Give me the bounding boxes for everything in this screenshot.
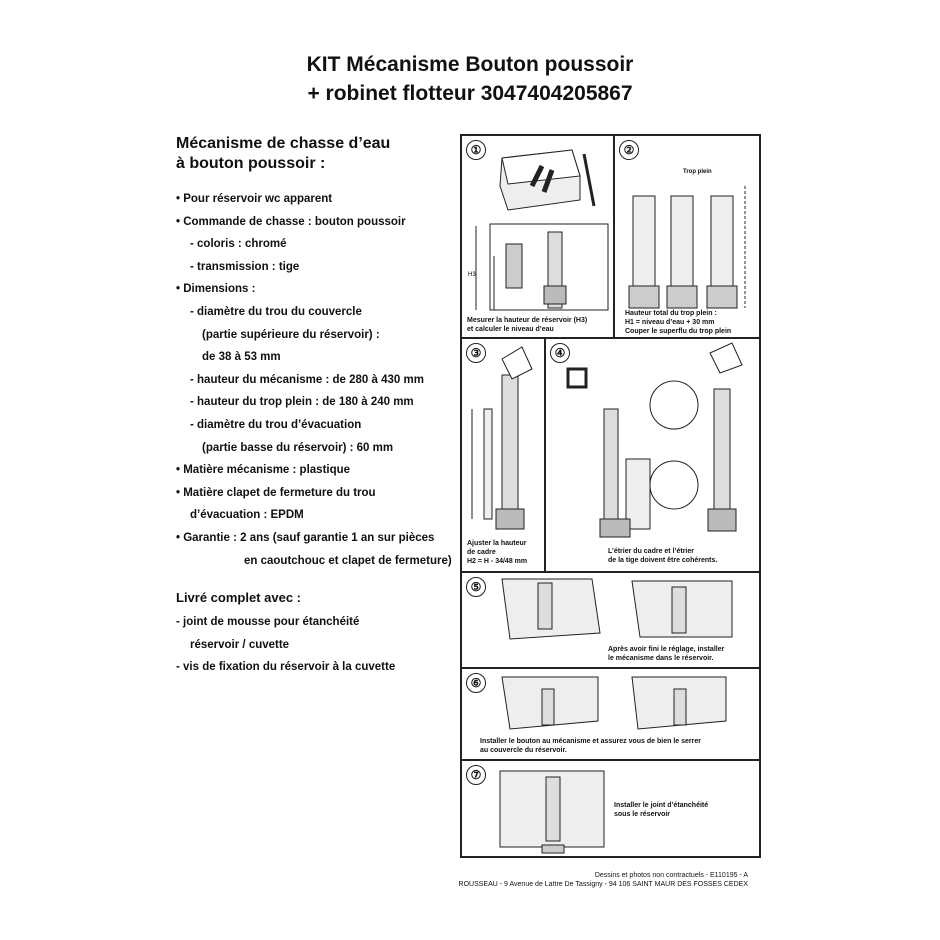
spec-column: Mécanisme de chasse d’eau à bouton pouss… xyxy=(176,134,458,679)
spec-item: - transmission : tige xyxy=(190,260,300,273)
caption-line: de cadre xyxy=(467,549,496,556)
spec-heading-line-2: à bouton poussoir : xyxy=(176,155,326,172)
included-item: réservoir / cuvette xyxy=(190,638,290,651)
caption-line: L’étrier du cadre et l’étrier xyxy=(608,548,694,555)
caption-line: Couper le superflu du trop plein xyxy=(625,328,732,335)
caption-line: Après avoir fini le réglage, installer xyxy=(608,646,725,653)
overflow-label: Trop plein xyxy=(683,169,712,175)
instruction-panels: H3 ① Mesurer la hauteur de réservoir (H3… xyxy=(460,134,761,858)
step-number: ④ xyxy=(550,343,570,363)
document-title: KIT Mécanisme Bouton poussoir + robinet … xyxy=(0,50,940,108)
svg-text:H3: H3 xyxy=(468,272,476,278)
spec-item: • Garantie : 2 ans (sauf garantie 1 an s… xyxy=(176,531,435,544)
step-number: ② xyxy=(619,140,639,160)
step-6-caption: Installer le bouton au mécanisme et assu… xyxy=(480,737,701,755)
step-2-illustration xyxy=(628,186,746,309)
spec-item: • Matière mécanisme : plastique xyxy=(176,464,351,477)
spec-item: (partie basse du réservoir) : 60 mm xyxy=(202,441,394,454)
caption-line: le mécanisme dans le réservoir. xyxy=(608,655,714,662)
step-3-caption: Ajuster la hauteur de cadre H2 = H - 34/… xyxy=(467,539,527,566)
spec-heading: Mécanisme de chasse d’eau à bouton pouss… xyxy=(176,134,458,174)
spec-list: • Pour réservoir wc apparent • Commande … xyxy=(176,188,458,572)
footer-address: ROUSSEAU - 9 Avenue de Lattre De Tassign… xyxy=(458,881,748,888)
step-3-illustration xyxy=(471,346,533,530)
caption-line: Mesurer la hauteur de réservoir (H3) xyxy=(467,317,588,324)
spec-item: - diamètre du trou d’évacuation xyxy=(190,418,362,431)
step-panel-6: ⑥ Installer le bouton au mécanisme et as… xyxy=(461,668,760,760)
footer-disclaimer: Dessins et photos non contractuels - E11… xyxy=(594,872,748,879)
title-line-1: KIT Mécanisme Bouton poussoir xyxy=(306,53,634,76)
caption-line: sous le réservoir xyxy=(614,811,671,818)
spec-item: - coloris : chromé xyxy=(190,238,287,251)
spec-item: • Matière clapet de fermeture du trou xyxy=(176,486,376,499)
step-7-caption: Installer le joint d’étanchéité sous le … xyxy=(614,801,708,819)
included-list: - joint de mousse pour étanchéité réserv… xyxy=(176,611,458,679)
step-panel-1: H3 ① Mesurer la hauteur de réservoir (H3… xyxy=(461,135,614,338)
step-4-illustration xyxy=(566,342,743,538)
step-panel-3: ③ Ajuster la hauteur de cadre H2 = H - 3… xyxy=(461,338,545,572)
spec-item: - diamètre du trou du couvercle xyxy=(190,305,362,318)
spec-item: • Pour réservoir wc apparent xyxy=(176,193,333,205)
step-5-caption: Après avoir fini le réglage, installer l… xyxy=(608,645,724,663)
step-panel-2: ② Trop plein Hauteur total du trop plein… xyxy=(614,135,760,338)
title-line-2: + robinet flotteur 3047404205867 xyxy=(307,82,633,105)
step-number: ⑤ xyxy=(466,577,486,597)
step-1-illustration: H3 xyxy=(468,149,609,311)
step-7-illustration xyxy=(499,770,605,854)
caption-line: et calculer le niveau d’eau xyxy=(467,326,554,333)
included-heading: Livré complet avec : xyxy=(176,590,301,606)
caption-line: H2 = H - 34/48 mm xyxy=(467,558,528,565)
caption-line: de la tige doivent être cohérents. xyxy=(608,557,718,564)
included-item: - vis de fixation du réservoir à la cuve… xyxy=(176,661,396,674)
caption-line: Installer le bouton au mécanisme et assu… xyxy=(480,738,701,745)
step-4-caption: L’étrier du cadre et l’étrier de la tige… xyxy=(608,547,717,565)
step-5-illustration xyxy=(501,578,733,640)
step-number: ⑥ xyxy=(466,673,486,693)
step-number: ⑦ xyxy=(466,765,486,785)
spec-item: d’évacuation : EPDM xyxy=(190,509,304,522)
step-number: ① xyxy=(466,140,486,160)
spec-item: • Commande de chasse : bouton poussoir xyxy=(176,215,406,228)
included-item: - joint de mousse pour étanchéité xyxy=(176,616,360,629)
caption-line: H1 = niveau d’eau + 30 mm xyxy=(625,319,715,326)
step-number: ③ xyxy=(466,343,486,363)
spec-item: - hauteur du trop plein : de 180 à 240 m… xyxy=(190,396,414,409)
spec-item: de 38 à 53 mm xyxy=(202,351,281,364)
step-1-caption: Mesurer la hauteur de réservoir (H3) et … xyxy=(467,316,587,334)
step-panel-5: ⑤ Après avoir fini le réglage, installer… xyxy=(461,572,760,668)
step-panel-4: ④ L’étrier du cadre et l’étrier de la ti… xyxy=(545,338,760,572)
caption-line: Installer le joint d’étanchéité xyxy=(614,802,709,809)
step-6-illustration xyxy=(501,676,727,730)
spec-item: • Dimensions : xyxy=(176,283,256,296)
spec-item: - hauteur du mécanisme : de 280 à 430 mm xyxy=(190,373,424,386)
caption-line: Hauteur total du trop plein : xyxy=(625,310,717,317)
step-2-caption: Hauteur total du trop plein : H1 = nivea… xyxy=(625,309,731,336)
step-panel-7: ⑦ Installer le joint d’étanchéité sous l… xyxy=(461,760,760,857)
caption-line: Ajuster la hauteur xyxy=(467,540,527,547)
caption-line: au couvercle du réservoir. xyxy=(480,747,567,754)
spec-heading-line-1: Mécanisme de chasse d’eau xyxy=(176,135,391,152)
spec-item: en caoutchouc et clapet de fermeture) xyxy=(244,554,452,567)
spec-item: (partie supérieure du réservoir) : xyxy=(202,328,380,341)
